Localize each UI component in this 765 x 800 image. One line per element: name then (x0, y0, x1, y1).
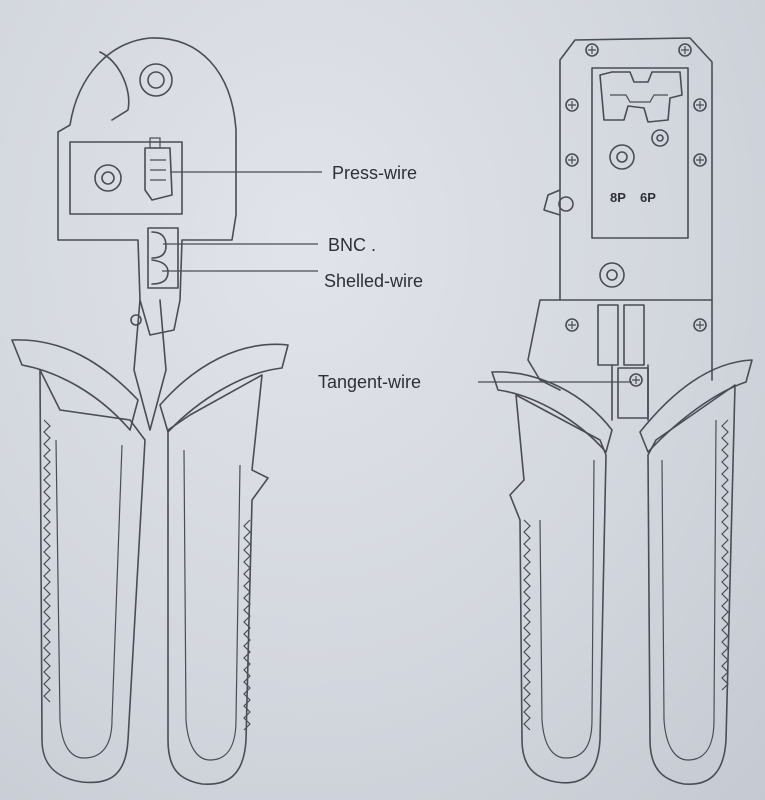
left-handle-b (167, 374, 269, 785)
left-pivot-circle (139, 63, 173, 97)
die-mark-6p: 6P (640, 190, 656, 205)
right-tool-head (559, 37, 713, 301)
press-wire-die (69, 141, 183, 215)
label-bnc: BNC . (328, 235, 376, 255)
right-crimper-front-view: 8P 6P (491, 37, 753, 785)
left-handle-a (39, 369, 146, 784)
right-handle-b (647, 384, 736, 785)
label-press-wire: Press-wire (332, 163, 417, 183)
label-shelled-wire: Shelled-wire (324, 271, 423, 291)
head-screws (565, 43, 707, 387)
bnc-shelled-slot (147, 227, 179, 289)
8p-6p-die-block (591, 67, 689, 239)
left-handle-guard (11, 339, 139, 431)
tangent-wire-blade (617, 367, 649, 419)
left-crimper-side-view (11, 37, 289, 785)
die-mark-8p: 8P (610, 190, 626, 205)
right-handle-guard (491, 371, 613, 453)
label-tangent-wire: Tangent-wire (318, 372, 421, 392)
right-pivot-circle (599, 262, 625, 288)
left-tool-head (57, 37, 237, 336)
callouts: Press-wire BNC . Shelled-wire Tangent-wi… (162, 163, 632, 392)
right-handle-a (509, 394, 607, 784)
